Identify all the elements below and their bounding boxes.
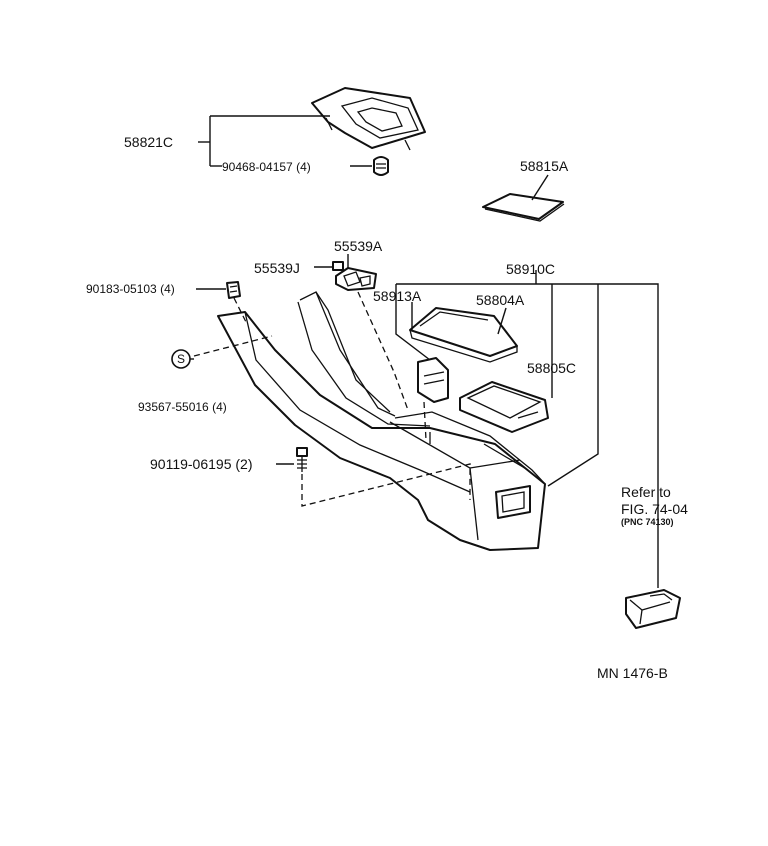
label-58821c: 58821C	[124, 134, 173, 150]
bolt-90119-06195	[296, 447, 308, 472]
part-58821c-bezel	[311, 87, 426, 151]
dash-90119	[301, 463, 471, 507]
leader-58910c	[395, 270, 659, 588]
leader-58815a	[531, 174, 549, 201]
reference-line-2: FIG. 74-04	[621, 501, 688, 517]
label-55539j: 55539J	[254, 260, 300, 276]
part-55539a-switch	[335, 267, 377, 291]
dash-55539a	[357, 291, 409, 411]
leader-58804a	[497, 307, 507, 335]
diagram-code: MN 1476-B	[597, 665, 668, 681]
label-58804a: 58804A	[476, 292, 525, 308]
clip-90468-04157	[373, 156, 389, 176]
label-90468-04157: 90468-04157 (4)	[222, 160, 311, 174]
part-58913a-block	[417, 357, 449, 403]
dash-58913a	[423, 401, 427, 441]
label-58913a: 58913A	[373, 288, 422, 304]
label-90183-05103: 90183-05103 (4)	[86, 282, 175, 296]
part-55539j-knob	[332, 261, 344, 271]
label-93567-55016: 93567-55016 (4)	[138, 400, 227, 414]
label-90119-06195: 90119-06195 (2)	[150, 456, 252, 472]
clip-90183-05103	[226, 281, 241, 299]
label-93567-symbol: S	[177, 352, 185, 366]
label-58910c: 58910C	[506, 261, 555, 277]
reference-line-3: (PNC 74130)	[621, 517, 674, 527]
part-console-body	[217, 291, 546, 551]
label-55539a: 55539A	[334, 238, 383, 254]
reference-line-1: Refer to	[621, 484, 671, 500]
dash-93567	[193, 335, 273, 357]
part-58815a-panel	[482, 193, 565, 222]
dash-90183	[233, 297, 247, 323]
part-58804a-lid	[409, 307, 518, 363]
label-58815a: 58815A	[520, 158, 569, 174]
leader-58821c	[198, 115, 372, 167]
part-58805c-box	[459, 381, 549, 433]
label-58805c: 58805C	[527, 360, 576, 376]
part-ashtray-74130	[625, 589, 681, 629]
